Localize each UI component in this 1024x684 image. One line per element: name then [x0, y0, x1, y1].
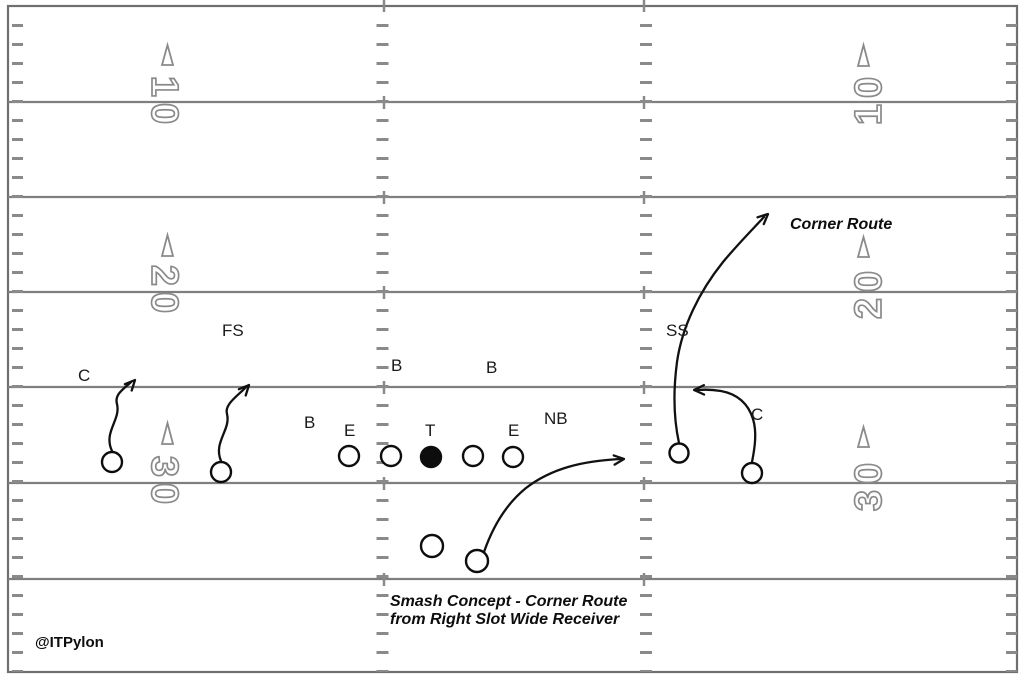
route-left-slot-vertical — [217, 385, 248, 463]
pylon-icon — [856, 41, 871, 67]
player-lineman — [337, 444, 361, 468]
player-lineman — [461, 444, 485, 468]
player-center-filled — [419, 445, 443, 469]
arrowhead-icon — [692, 384, 706, 396]
player-lineman — [379, 444, 403, 468]
player-lineman — [501, 445, 525, 469]
caption-line-2: from Right Slot Wide Receiver — [390, 611, 620, 628]
player-right-slot — [668, 442, 690, 464]
hash-line-ticks — [382, 0, 646, 586]
player-right-wr — [740, 461, 764, 485]
arrowhead-icon — [123, 378, 137, 392]
pylon-icon — [160, 41, 175, 66]
defense-label-nickel-back: NB — [544, 409, 568, 428]
field-border — [6, 4, 1019, 674]
defense-label-end-left: E — [344, 421, 356, 440]
arrowhead-icon — [756, 212, 770, 226]
route-left-wr-vertical — [108, 380, 133, 453]
pylon-icon — [856, 423, 871, 448]
defense-label-backer-edge: B — [304, 413, 316, 432]
routes — [108, 212, 770, 554]
defense-label-tackle: T — [425, 421, 436, 440]
defense-label-backer-left: B — [391, 356, 403, 375]
corner-route-annotation: Corner Route — [790, 216, 893, 233]
yard-lines — [8, 100, 1017, 581]
arrowhead-icon — [612, 454, 626, 466]
defense-label-end-right: E — [508, 421, 520, 440]
pylon-icon — [160, 231, 175, 257]
watermark-handle: @ITPylon — [35, 634, 104, 651]
player-left-slot — [209, 460, 233, 484]
player-running-back — [464, 548, 490, 574]
hash-dash-columns — [12, 24, 1017, 672]
offense-players — [100, 442, 764, 574]
route-right-wr-curl — [696, 388, 757, 464]
defense-label-corner-left: C — [78, 366, 91, 385]
defense-label-corner-right: C — [751, 405, 764, 424]
route-back-swing — [482, 457, 622, 554]
route-right-slot-corner — [673, 215, 766, 445]
caption-line-1: Smash Concept - Corner Route — [390, 593, 628, 610]
defense-label-strong-safety: SS — [666, 321, 689, 340]
defense-label-free-safety: FS — [222, 321, 244, 340]
pylon-icon — [160, 419, 175, 445]
player-left-wr — [100, 450, 124, 474]
pylon-icon — [856, 233, 871, 258]
arrowhead-icon — [237, 383, 251, 397]
defense-label-backer-right: B — [486, 358, 498, 377]
player-quarterback — [419, 533, 445, 559]
pylon-icons — [160, 41, 871, 448]
